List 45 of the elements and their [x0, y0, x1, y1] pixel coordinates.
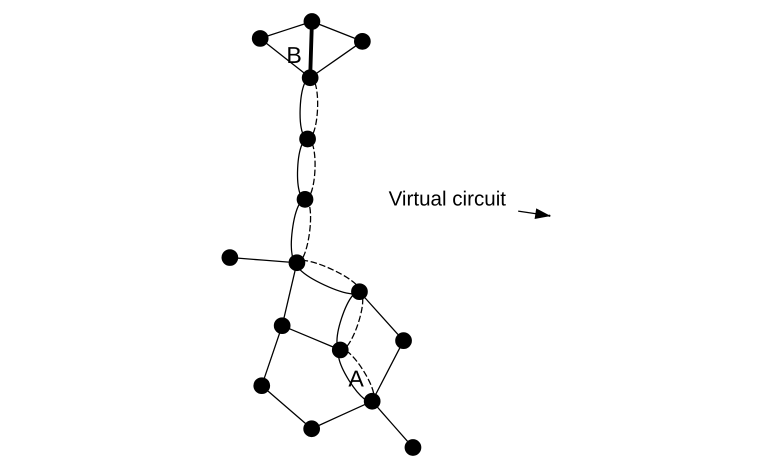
- node-circle: [302, 420, 320, 438]
- node-label: B: [286, 42, 302, 68]
- node-circle: [363, 392, 380, 410]
- node-circle: [301, 69, 318, 86]
- connector: [336, 295, 353, 343]
- node-circle: [221, 249, 238, 266]
- connector: [288, 328, 333, 348]
- connector: [316, 45, 356, 74]
- connector: [282, 270, 296, 318]
- node-circle: [331, 342, 348, 358]
- connector: [310, 144, 316, 194]
- connector: [298, 83, 305, 134]
- connector: [299, 269, 352, 294]
- node-circle: [273, 317, 290, 334]
- node-circle: [251, 30, 268, 47]
- node-circle: [394, 332, 412, 350]
- connector: [263, 332, 280, 379]
- connector: [346, 298, 363, 347]
- node-circle: [303, 13, 320, 30]
- connector: [318, 24, 355, 39]
- connector: [338, 357, 364, 400]
- node-circle: [252, 377, 270, 394]
- connector: [265, 42, 304, 74]
- connector: [346, 351, 374, 394]
- connector: [304, 260, 356, 286]
- connector: [308, 29, 314, 70]
- connector: [312, 84, 318, 134]
- connector: [364, 297, 398, 336]
- connector: [318, 404, 365, 426]
- connector: [267, 390, 306, 424]
- node-circle: [354, 32, 370, 50]
- node-circle: [296, 191, 313, 208]
- node-circle: [298, 130, 316, 148]
- connector: [302, 206, 311, 258]
- node-label: A: [348, 365, 364, 392]
- connector: [374, 347, 400, 395]
- node-circle: [350, 283, 368, 300]
- connector: [237, 258, 288, 263]
- connector: [267, 23, 304, 37]
- connector: [290, 204, 300, 256]
- node-circle: [404, 439, 421, 456]
- node-text: Virtual circuit: [388, 187, 506, 210]
- connector: [376, 406, 408, 442]
- node-circle: [288, 254, 305, 272]
- connector: [296, 144, 302, 194]
